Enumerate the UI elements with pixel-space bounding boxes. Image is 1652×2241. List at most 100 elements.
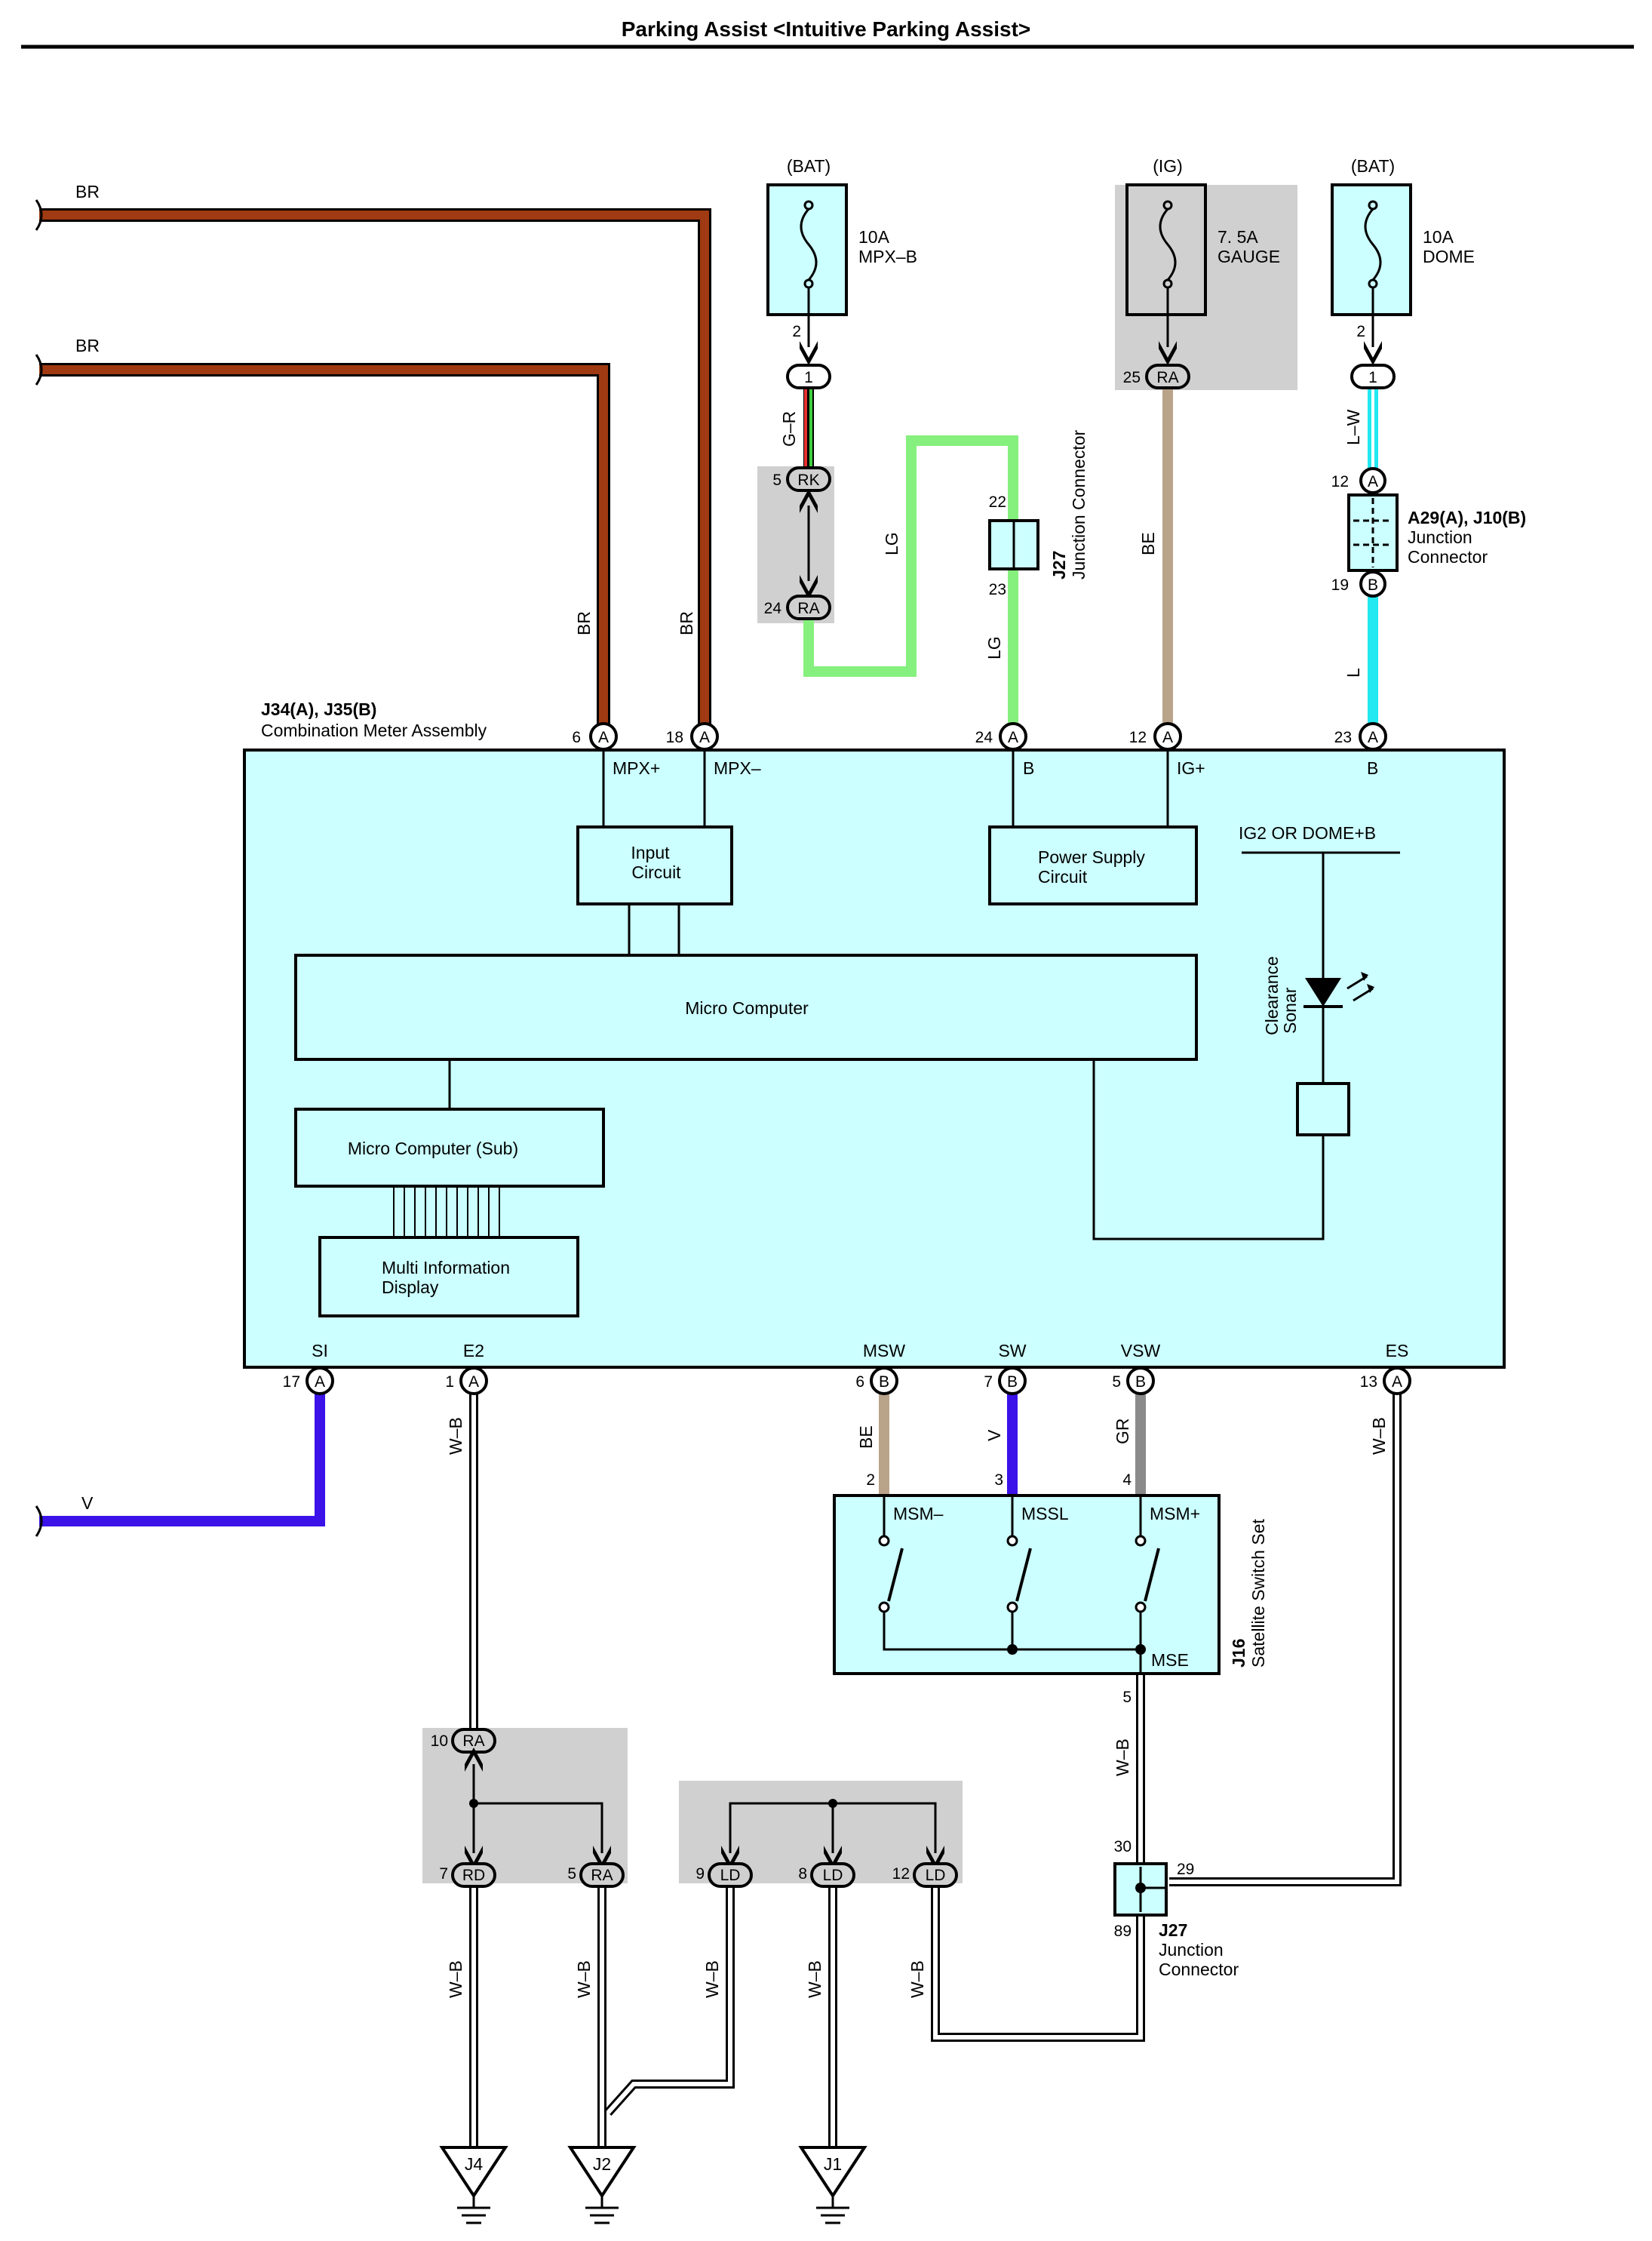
svg-text:A: A	[468, 1373, 479, 1391]
wire-br-mpx-plus-fill	[39, 365, 608, 736]
svg-text:RA: RA	[1156, 369, 1178, 386]
svg-text:3: 3	[994, 1471, 1003, 1489]
svg-text:2: 2	[866, 1471, 875, 1489]
wire-wb-89	[931, 1886, 1145, 2042]
input-circuit-label-1: Input	[631, 843, 670, 862]
svg-text:J34(A), J35(B): J34(A), J35(B)	[261, 699, 376, 719]
wire-lg	[803, 435, 1018, 736]
svg-text:MPX–B: MPX–B	[858, 247, 917, 266]
fuse-dome: (BAT) 10A DOME	[1331, 156, 1475, 347]
label-gr: G–R	[779, 411, 799, 447]
label-l: L	[1343, 668, 1363, 678]
label-wb-ld9: W–B	[702, 1960, 722, 1998]
svg-text:MSE: MSE	[1151, 1650, 1189, 1670]
svg-text:2: 2	[792, 323, 801, 340]
svg-text:Junction Connector: Junction Connector	[1069, 429, 1089, 579]
svg-text:LD: LD	[926, 1867, 946, 1884]
svg-text:1: 1	[804, 369, 813, 386]
micro-computer	[294, 954, 1198, 1061]
svg-text:13: 13	[1360, 1373, 1377, 1391]
label-br-v1: BR	[574, 611, 594, 635]
power-supply-label-2: Circuit	[1038, 867, 1088, 887]
svg-text:MSM+: MSM+	[1150, 1504, 1200, 1523]
multi-info-label-1: Multi Information	[382, 1258, 510, 1277]
svg-text:23: 23	[989, 581, 1006, 598]
svg-text:A: A	[1368, 473, 1378, 490]
label-lw: L–W	[1343, 409, 1363, 445]
svg-text:10A: 10A	[1423, 227, 1454, 247]
wire-wb-89-in	[933, 1886, 1143, 2040]
svg-text:A: A	[1008, 729, 1018, 746]
svg-text:LD: LD	[720, 1867, 741, 1884]
svg-text:J4: J4	[465, 2154, 484, 2174]
svg-text:B: B	[1023, 758, 1034, 778]
meter-bottom-pin-si: SI 17 A	[283, 1341, 334, 1395]
svg-text:12: 12	[892, 1865, 910, 1883]
label-v-left: V	[81, 1493, 94, 1513]
svg-text:5: 5	[1122, 1689, 1132, 1706]
svg-text:1: 1	[445, 1373, 454, 1391]
svg-text:4: 4	[1122, 1471, 1132, 1489]
meter-top-pin-12: 12 A IG+	[1129, 722, 1205, 778]
fuse2-terminal: 25 RA	[1123, 341, 1190, 389]
clearance-sonar-label-2: Sonar	[1280, 987, 1300, 1034]
svg-text:Connector: Connector	[1408, 547, 1488, 567]
svg-text:(BAT): (BAT)	[1351, 156, 1395, 176]
svg-text:5: 5	[567, 1865, 576, 1883]
svg-text:MSSL: MSSL	[1021, 1504, 1069, 1523]
svg-text:A: A	[699, 729, 710, 746]
svg-text:A: A	[1392, 1373, 1402, 1391]
svg-text:DOME: DOME	[1423, 247, 1475, 266]
svg-text:B: B	[1007, 1373, 1018, 1391]
svg-text:23: 23	[1334, 729, 1352, 746]
meter-top-pin-23: 23 A B	[1334, 722, 1387, 778]
label-lg-1: LG	[882, 532, 901, 555]
svg-text:10: 10	[431, 1732, 448, 1750]
svg-text:Satellite Switch Set: Satellite Switch Set	[1248, 1519, 1268, 1668]
svg-text:24: 24	[975, 729, 993, 746]
splice-dot-ld	[828, 1799, 837, 1808]
svg-text:J27: J27	[1159, 1920, 1187, 1940]
meter-internal-lines	[448, 749, 1325, 1240]
svg-text:A: A	[598, 729, 609, 746]
label-lg-2: LG	[984, 636, 1004, 659]
svg-text:J16: J16	[1229, 1639, 1248, 1668]
wire-v-si	[39, 1387, 325, 1526]
splice-ra-rd	[472, 1764, 603, 1853]
clearance-sonar-label-1: Clearance	[1262, 956, 1282, 1035]
svg-text:RA: RA	[797, 600, 819, 617]
ig2-dome-label: IG2 OR DOME+B	[1239, 823, 1376, 843]
label-v-sw: V	[984, 1429, 1004, 1441]
svg-text:RK: RK	[797, 472, 819, 489]
ground-j1-icon: J1	[798, 2146, 867, 2224]
svg-text:5: 5	[1112, 1373, 1121, 1391]
svg-text:7. 5A: 7. 5A	[1218, 227, 1258, 247]
svg-text:10A: 10A	[858, 227, 890, 247]
svg-text:J27: J27	[1049, 551, 1069, 579]
svg-text:6: 6	[855, 1373, 864, 1391]
svg-text:B: B	[1135, 1373, 1146, 1391]
svg-text:12: 12	[1129, 729, 1147, 746]
label-wb-rd: W–B	[446, 1960, 465, 1998]
svg-text:SI: SI	[312, 1341, 328, 1360]
svg-text:89: 89	[1114, 1923, 1132, 1940]
label-wb-mse: W–B	[1113, 1738, 1132, 1776]
svg-text:7: 7	[984, 1373, 993, 1391]
power-supply-circuit	[988, 825, 1198, 905]
svg-text:B: B	[1368, 576, 1378, 594]
svg-text:SW: SW	[998, 1341, 1026, 1360]
svg-text:E2: E2	[463, 1341, 484, 1360]
sonar-switch-box	[1296, 1082, 1350, 1136]
connector-rd7: 7 RD	[439, 1846, 496, 1888]
meter-bottom-pin-vsw: VSW 5 B	[1112, 1341, 1160, 1395]
fuse-mpx-b: (BAT) 10A MPX–B	[766, 156, 917, 347]
label-wb-e2: W–B	[446, 1417, 465, 1455]
label-wb-es: W–B	[1369, 1417, 1389, 1455]
svg-text:ES: ES	[1386, 1341, 1409, 1360]
multi-information-display	[318, 1236, 579, 1317]
splice-dot-ra	[469, 1799, 478, 1808]
label-br-mid: BR	[75, 336, 100, 355]
wire-wb-ld9-in	[606, 1886, 732, 2115]
wire-br-mpx-minus-fill	[39, 211, 709, 736]
connector-ld12: 12 LD	[892, 1846, 958, 1888]
